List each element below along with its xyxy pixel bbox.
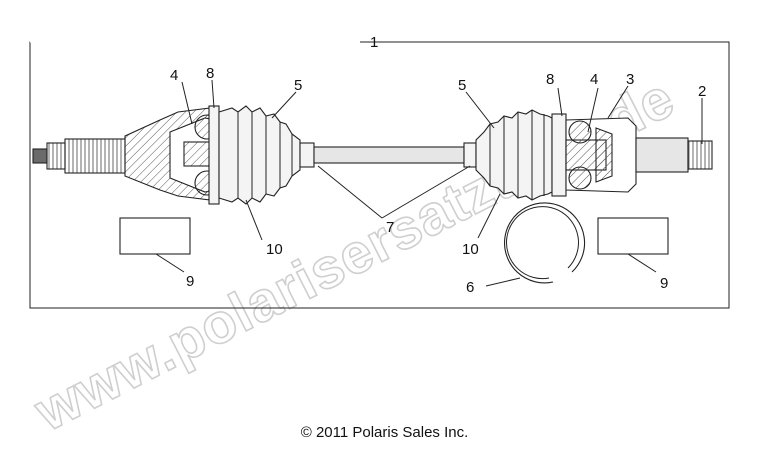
right-stub-shaft — [635, 137, 689, 173]
callout-7: 7 — [386, 219, 394, 236]
leader-lines — [30, 41, 703, 287]
callout-8-left: 8 — [206, 65, 214, 82]
retaining-ring — [504, 202, 586, 284]
callout-10-left: 10 — [266, 241, 283, 258]
callout-2: 2 — [698, 83, 706, 100]
right-spline-stub — [687, 140, 713, 170]
right-cv-joint — [551, 113, 713, 197]
label-placeholder-right — [597, 217, 669, 255]
callout-5-left: 5 — [294, 77, 302, 94]
right-clamp-large — [551, 113, 567, 197]
callout-1: 1 — [370, 34, 378, 51]
callouts: 1 2 3 4 4 5 5 6 7 8 8 9 9 10 10 — [170, 34, 706, 296]
left-spline-stub — [46, 142, 66, 170]
callout-4-right: 4 — [590, 71, 598, 88]
copyright-notice: © 2011 Polaris Sales Inc. — [300, 424, 469, 441]
left-threaded-end — [32, 148, 48, 164]
callout-9-right: 9 — [660, 275, 668, 292]
left-stub-shaft — [64, 138, 126, 174]
callout-5-right: 5 — [458, 77, 466, 94]
callout-10-right: 10 — [462, 241, 479, 258]
axle-shaft — [313, 146, 465, 164]
callout-4-left: 4 — [170, 67, 178, 84]
right-cv-ball-bottom — [568, 166, 592, 190]
left-boot — [218, 105, 315, 205]
left-clamp-large — [208, 105, 220, 205]
callout-9-left: 9 — [186, 273, 194, 290]
callout-3: 3 — [626, 71, 634, 88]
callout-8-right: 8 — [546, 71, 554, 88]
right-boot — [463, 109, 553, 201]
label-placeholder-left — [119, 217, 191, 255]
callout-6: 6 — [466, 279, 474, 296]
right-cv-ball-top — [568, 120, 592, 144]
assembly-frame — [29, 41, 730, 309]
